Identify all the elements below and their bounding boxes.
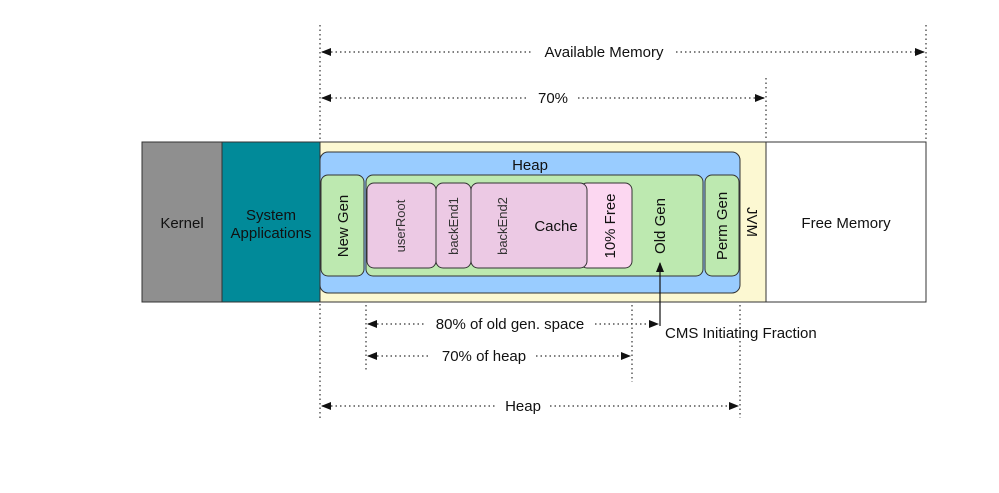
free-label: 10% Free: [602, 193, 619, 258]
cms-initiating-fraction-label: CMS Initiating Fraction: [665, 325, 817, 342]
new-gen-block: [320, 174, 365, 277]
new-gen-label: New Gen: [335, 195, 352, 258]
system-applications-block: [221, 141, 321, 303]
system-applications-label-1: System: [246, 207, 296, 224]
heap-label: Heap: [512, 157, 548, 174]
userroot-block: [366, 182, 437, 269]
perm-gen-label: Perm Gen: [714, 192, 731, 260]
old-gen-label: Old Gen: [652, 198, 669, 254]
seventy-percent-label: 70%: [538, 90, 568, 107]
cache-label: Cache: [534, 218, 577, 235]
old-gen-80-label: 80% of old gen. space: [436, 316, 584, 333]
free-memory-block: [765, 141, 927, 303]
perm-gen-block: [704, 174, 740, 277]
free-memory-label: Free Memory: [801, 215, 891, 232]
backend2-label: backEnd2: [495, 197, 510, 255]
userroot-label: userRoot: [393, 199, 408, 252]
available-memory-label: Available Memory: [545, 44, 664, 61]
old-gen-80-dimension: 80% of old gen. space: [367, 316, 659, 333]
jvm-label: JVM: [743, 207, 760, 237]
heap-70-label: 70% of heap: [442, 348, 526, 365]
system-applications-label-2: Applications: [231, 225, 312, 242]
kernel-label: Kernel: [160, 215, 203, 232]
heap-70-dimension: 70% of heap: [367, 348, 631, 365]
heap-dimension: Heap: [321, 398, 739, 415]
heap-dimension-label: Heap: [505, 398, 541, 415]
seventy-percent-dimension: 70%: [321, 90, 765, 107]
available-memory-dimension: Available Memory: [321, 42, 925, 62]
backend1-label: backEnd1: [446, 197, 461, 255]
guide-lines: [319, 25, 927, 418]
